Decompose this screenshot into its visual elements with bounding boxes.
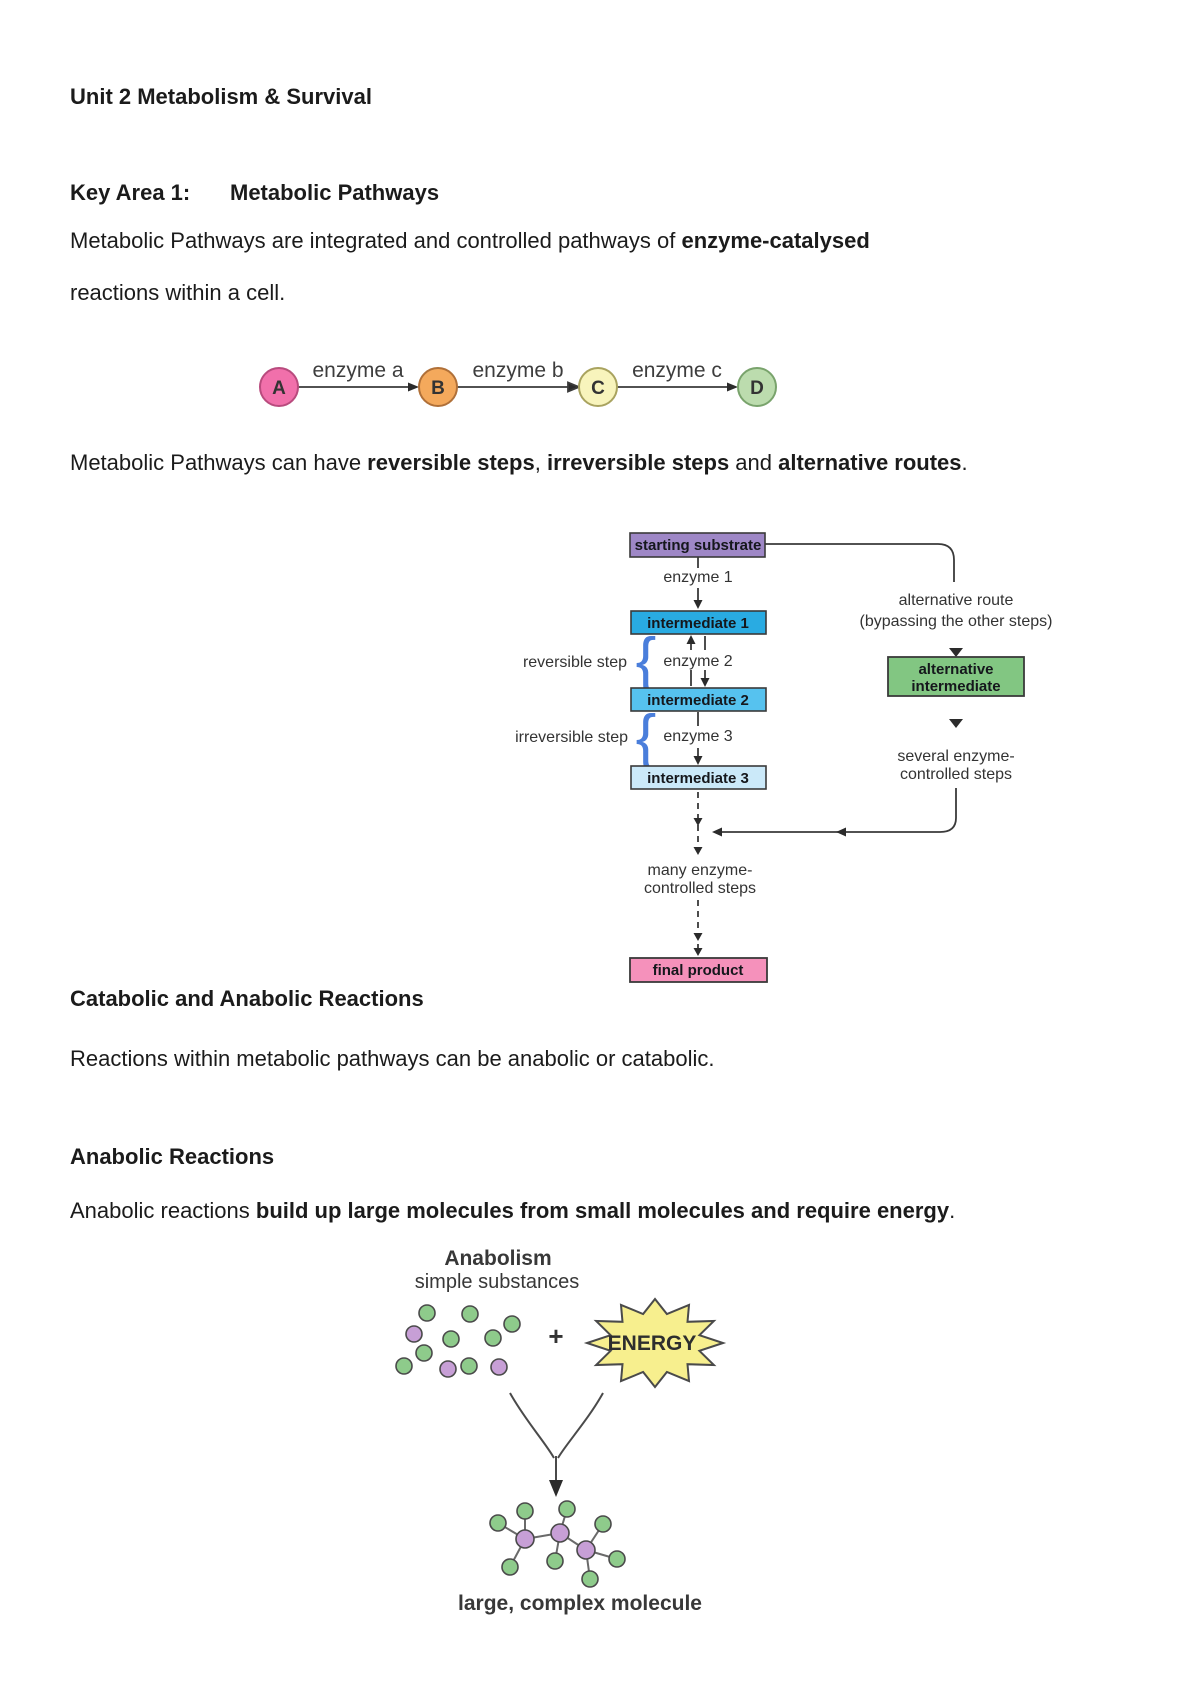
steps-bold-irreversible: irreversible steps: [546, 450, 730, 475]
simple-substance-dots: [395, 1304, 521, 1378]
svg-text:intermediate: intermediate: [911, 678, 1000, 695]
substrate-circle-a: [259, 367, 299, 407]
substrate-node-c: C: [578, 367, 618, 407]
enzyme-chain-arrows: enzyme a enzyme b enzyme c: [298, 359, 738, 393]
alternative-route-branch: alternative route (bypassing the other s…: [712, 543, 1053, 837]
enzyme-chain-diagram: enzyme a enzyme b enzyme c A B C D: [259, 359, 777, 407]
many-steps-label-line2: controlled steps: [644, 880, 756, 897]
substrate-circle-c: [578, 367, 618, 407]
plus-sign: +: [548, 1321, 563, 1351]
many-steps-label-line1: many enzyme-: [648, 862, 753, 879]
key-area-heading: Key Area 1: Metabolic Pathways: [70, 180, 439, 206]
enzyme-c-label: enzyme c: [632, 359, 722, 382]
flowchart-box-intermediate-3: intermediate 3: [630, 765, 767, 790]
key-area-title: Metabolic Pathways: [230, 180, 440, 205]
flowchart-box-starting-substrate: starting substrate: [629, 532, 766, 558]
flowchart-box-alternative-intermediate: alternative intermediate: [887, 656, 1025, 697]
svg-text:final product: final product: [653, 962, 744, 979]
steps-bold-reversible: reversible steps: [367, 450, 535, 475]
enzyme-a-label: enzyme a: [312, 359, 403, 382]
svg-text:intermediate 1: intermediate 1: [647, 615, 749, 632]
reversible-brace: {: [636, 626, 657, 695]
substrate-letter-c: C: [591, 378, 605, 399]
intro-paragraph-line2: reactions within a cell.: [70, 280, 286, 305]
alternative-route-label-line1: alternative route: [899, 592, 1014, 609]
anabolic-period: .: [949, 1198, 956, 1223]
anabolic-bold-build-up: build up large molecules from small mole…: [255, 1198, 950, 1223]
substrate-circle-d: [737, 367, 777, 407]
catabolic-anabolic-heading: Catabolic and Anabolic Reactions: [70, 986, 424, 1011]
anabolism-figure: Anabolism simple substances + ENERGY: [395, 1247, 727, 1615]
reversible-step-label: reversible step: [523, 654, 627, 671]
irreversible-step-group: enzyme 3 { irreversible step: [515, 703, 733, 772]
several-steps-label-line2: controlled steps: [900, 766, 1012, 783]
enzyme-2-label: enzyme 2: [663, 653, 732, 670]
substrate-node-b: B: [418, 367, 458, 407]
steps-paragraph: Metabolic Pathways can have reversible s…: [70, 448, 968, 478]
substrate-letter-a: A: [272, 378, 286, 399]
enzyme-3-label: enzyme 3: [663, 728, 732, 745]
reversible-step-group: enzyme 2 { reversible step: [523, 626, 733, 695]
key-area-label: Key Area 1:: [70, 180, 191, 205]
flowchart-box-intermediate-1: intermediate 1: [630, 610, 767, 635]
energy-label: ENERGY: [608, 1332, 697, 1355]
enzyme-1-arrow: enzyme 1: [663, 557, 733, 609]
pathway-flowchart: starting substrate enzyme 1 intermediate…: [515, 532, 1053, 983]
irreversible-step-label: irreversible step: [515, 729, 628, 746]
flowchart-box-final-product: final product: [629, 957, 768, 983]
intro-bold-enzyme-catalysed: enzyme-catalysed: [681, 228, 870, 253]
flowchart-box-intermediate-2: intermediate 2: [630, 687, 767, 712]
anabolic-text: Anabolic reactions: [70, 1198, 256, 1223]
svg-text:intermediate 3: intermediate 3: [647, 770, 749, 787]
steps-text: Metabolic Pathways can have: [70, 450, 368, 475]
substrate-circle-b: [418, 367, 458, 407]
substrate-node-d: D: [737, 367, 777, 407]
substrate-letter-b: B: [431, 378, 445, 399]
svg-text:starting substrate: starting substrate: [635, 537, 762, 554]
steps-period: .: [961, 450, 968, 475]
anabolic-heading: Anabolic Reactions: [70, 1144, 275, 1169]
complex-molecule-caption: large, complex molecule: [458, 1592, 702, 1615]
substrate-node-a: A: [259, 367, 299, 407]
enzyme-b-label: enzyme b: [472, 359, 563, 382]
complex-molecule: large, complex molecule: [458, 1500, 702, 1615]
converging-arrows: [509, 1392, 604, 1497]
page-title: Unit 2 Metabolism & Survival: [70, 84, 372, 109]
anabolism-title: Anabolism: [444, 1247, 551, 1270]
svg-text:alternative: alternative: [918, 661, 993, 678]
steps-and: and: [729, 450, 779, 475]
energy-starburst: ENERGY: [583, 1297, 727, 1389]
enzyme-1-label: enzyme 1: [663, 569, 732, 586]
substrate-letter-d: D: [750, 378, 764, 399]
irreversible-brace: {: [636, 703, 657, 772]
intro-text: Metabolic Pathways are integrated and co…: [70, 228, 682, 253]
simple-substances-label: simple substances: [415, 1271, 580, 1293]
several-steps-label-line1: several enzyme-: [897, 748, 1014, 765]
svg-text:intermediate 2: intermediate 2: [647, 692, 749, 709]
molecule-atoms: [489, 1500, 626, 1588]
alternative-route-label-line2: (bypassing the other steps): [860, 613, 1053, 630]
reactions-paragraph: Reactions within metabolic pathways can …: [70, 1046, 715, 1071]
intro-paragraph-line1: Metabolic Pathways are integrated and co…: [70, 226, 870, 256]
steps-bold-alternative: alternative routes: [778, 450, 962, 475]
anabolic-paragraph: Anabolic reactions build up large molecu…: [70, 1196, 955, 1226]
steps-comma: ,: [534, 450, 547, 475]
many-steps-dashed-path: many enzyme- controlled steps: [644, 792, 756, 956]
